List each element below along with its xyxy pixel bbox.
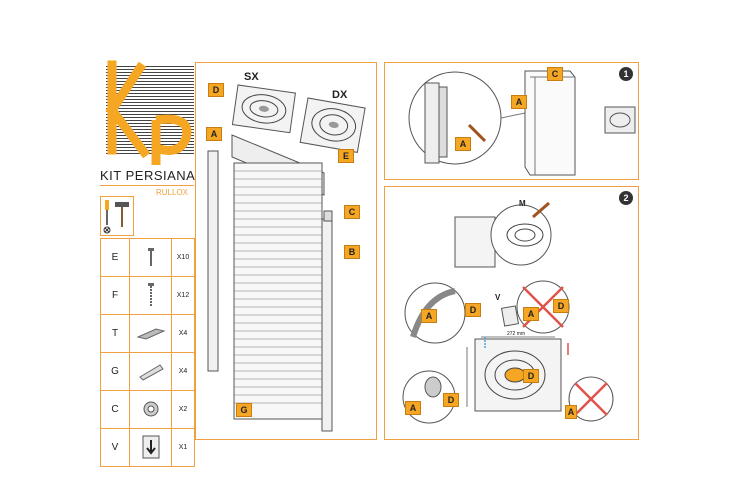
tag-m: M [519,199,526,208]
tag-d: D [208,83,224,97]
tag-b: B [344,245,360,259]
tag-e: E [338,149,354,163]
tag-a: A [565,405,577,419]
tag-d: D [523,369,539,383]
clip-icon [129,390,172,429]
tag-a: A [206,127,222,141]
table-row: E X10 [100,238,195,277]
tag-d: D [443,393,459,407]
part-code: V [100,428,130,467]
part-qty: X4 [171,352,195,391]
tools-box [100,196,134,236]
kit-title: KIT PERSIANA [100,168,196,183]
hammer-icon [115,202,129,227]
step-2-panel: 2 M A D V A D D A D A 272 mm [384,186,639,440]
tag-c: C [547,67,563,81]
part-qty: X2 [171,390,195,429]
tag-c: C [344,205,360,219]
table-row: G X4 [100,352,195,391]
dimension-width: 272 mm [507,331,526,337]
part-qty: X1 [171,428,195,467]
exploded-view-panel: SX DX D E A C B G [195,62,377,440]
step-1-drawing [408,70,636,176]
kit-subtitle: RULLOX [156,188,189,197]
tag-a: A [421,309,437,323]
logo-letters [105,60,192,165]
tag-a: A [405,401,421,415]
step-2-drawing [402,201,614,424]
part-qty: X4 [171,314,195,353]
part-code: G [100,352,130,391]
screwdriver-icon [103,200,111,234]
part-qty: X12 [171,276,195,315]
label-dx: DX [332,89,348,101]
table-row: C X2 [100,390,195,429]
screw-icon [129,238,172,277]
screw-long-icon [129,276,172,315]
step-1-panel: 1 A A C [384,62,639,180]
exploded-view-drawing [207,84,366,432]
tag-d: D [465,303,481,317]
part-code: E [100,238,130,277]
table-row: V X1 [100,428,195,467]
step-number-1: 1 [619,67,633,81]
parts-table: E X10 F X12 T X4 G X4 C X2 V X1 [100,238,195,467]
tag-a: A [455,137,471,151]
part-code: T [100,314,130,353]
table-row: F X12 [100,276,195,315]
part-code: F [100,276,130,315]
part-qty: X10 [171,238,195,277]
logo-stripes [106,66,194,156]
wall-plug-icon [129,352,172,391]
tag-v: V [495,293,501,302]
step-number-2: 2 [619,191,633,205]
tag-a: A [511,95,527,109]
plate-icon [129,314,172,353]
label-sx: SX [244,71,259,83]
sticker-v-icon [129,428,172,467]
table-row: T X4 [100,314,195,353]
part-code: C [100,390,130,429]
tag-d: D [553,299,569,313]
kit-divider [100,185,194,186]
tag-g: G [236,403,252,417]
tag-a: A [523,307,539,321]
